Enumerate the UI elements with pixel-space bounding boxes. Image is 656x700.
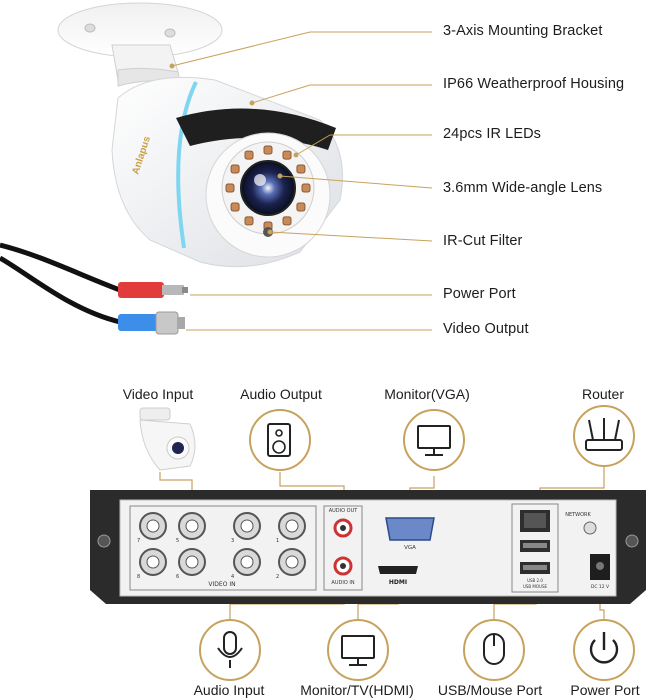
housing-blue-ring [176,81,198,249]
leader-ircut-dot [267,229,273,235]
mount-screw-right [164,28,176,38]
lens-highlight [254,174,266,186]
leader-bracket-dot [169,63,175,69]
leader-bracket [171,31,311,67]
monitor-vga-icon-circle [403,409,465,471]
ir-led [225,183,235,193]
speaker-icon [267,423,291,457]
callout-ircut: IR-Cut Filter [443,233,523,249]
label-monitor-hdmi: Monitor/TV(HDMI) [300,682,414,698]
bnc-connector-core [285,555,299,569]
camera-cable-bottom [0,255,121,325]
ir-led [263,145,273,155]
bnc-channel-number: 2 [276,574,279,580]
label-video-input: Video Input [122,386,194,402]
label-audio-output: Audio Output [240,386,322,402]
power-plug [118,282,188,298]
camera-leader-lines [169,31,433,331]
microphone-icon [223,631,237,655]
label-router: Router [581,386,625,402]
audio-panel [323,505,363,591]
leader-lens [279,175,433,189]
label-power-port: Power Port [570,682,640,698]
bnc-plug [118,311,185,335]
bnc-channel-number: 5 [176,538,179,544]
bnc-connector-core [185,519,199,533]
bnc-channel-number: 6 [176,574,179,580]
network-usb-panel [511,503,559,593]
bnc-channel-number: 7 [137,538,140,544]
video-input-camera [139,407,196,471]
mount-screw-left [84,23,96,33]
audio-out-label: AUDIO OUT [329,508,359,514]
audio-output-icon-circle [249,409,311,471]
label-monitor-vga: Monitor(VGA) [384,386,470,402]
power-icon [589,639,619,664]
bnc-connector-core [240,519,254,533]
usb-mouse-icon-circle [463,619,525,681]
callout-ir-leds: 24pcs IR LEDs [443,126,542,142]
ir-led [296,202,306,212]
label-audio-input: Audio Input [193,682,265,698]
hdmi-label: HDMI [389,579,407,586]
ir-led [244,216,254,226]
ir-led [301,183,311,193]
usb-mouse-label: USB MOUSE [523,584,548,589]
callout-housing: IP66 Weatherproof Housing [443,76,625,92]
ir-led-group [225,145,311,231]
callout-lens: 3.6mm Wide-angle Lens [443,180,603,196]
video-in-label: VIDEO IN [208,581,235,588]
bnc-channel-number: 3 [231,538,234,544]
leader-ir-leds [295,134,331,156]
bnc-connectors: 7 5 3 1 8 6 4 2 [137,512,306,580]
vga-label: VGA [404,545,416,551]
router-icon-circle [573,405,635,467]
ir-led [230,202,240,212]
bnc-channel-number: 4 [231,574,234,580]
leader-housing-dot [249,100,255,106]
bnc-channel-number: 8 [137,574,140,580]
callout-video: Video Output [443,321,529,337]
monitor-hdmi-icon-circle [327,619,389,681]
leader-housing [251,84,311,104]
vga-port [385,517,435,541]
ir-led [230,164,240,174]
callout-power: Power Port [443,286,516,302]
leader-ircut [269,231,433,242]
bnc-connector-core [240,555,254,569]
leader-ir-leds-dot [293,152,299,158]
dvr-screw-left [97,534,111,548]
camera-lens [240,160,296,216]
bnc-channel-number: 1 [276,538,279,544]
ir-led [244,150,254,160]
audio-in-label: AUDIO IN [331,580,354,586]
video-in-panel [129,505,317,591]
leader-lens-dot [277,173,283,179]
hdmi-port [378,566,418,574]
ground-terminal [583,521,597,535]
ir-led [282,216,292,226]
camera-cable-top [0,242,121,293]
bnc-connector-core [185,555,199,569]
bnc-connector-core [146,519,160,533]
power-port-icon-circle [573,619,635,681]
network-label: NETWORK [565,512,591,518]
ir-led [296,164,306,174]
usb-label: USB 2.0 [527,578,543,583]
label-usb-mouse: USB/Mouse Port [437,682,543,698]
dvr-screw-right [625,534,639,548]
ir-led [282,150,292,160]
audio-input-icon-circle [199,619,261,681]
bnc-connector-core [146,555,160,569]
dvr-recorder: 7 5 3 1 8 6 4 2 VIDEO IN AUDIO OUT AUDIO IN VGA… [90,490,646,604]
callout-bracket: 3-Axis Mounting Bracket [443,23,603,39]
camera-illustration: Anlapus [0,2,343,335]
bnc-connector-core [285,519,299,533]
dc-label: DC 12 V [591,584,610,590]
